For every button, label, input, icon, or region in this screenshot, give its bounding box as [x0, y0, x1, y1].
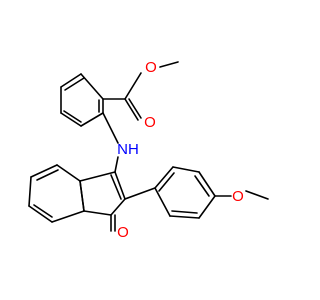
carbonyl-oxygen-label: O	[144, 114, 156, 131]
methoxy-oxygen-label: O	[232, 188, 244, 205]
amine-nh-label: NH	[117, 141, 139, 158]
ketone-oxygen-label: O	[117, 224, 129, 241]
ester-oxygen-label: O	[145, 59, 157, 76]
chemical-structure-diagram: O O NH O O	[28, 59, 269, 241]
atom-labels: O O NH O O	[117, 59, 244, 241]
bond-lines	[28, 61, 269, 232]
